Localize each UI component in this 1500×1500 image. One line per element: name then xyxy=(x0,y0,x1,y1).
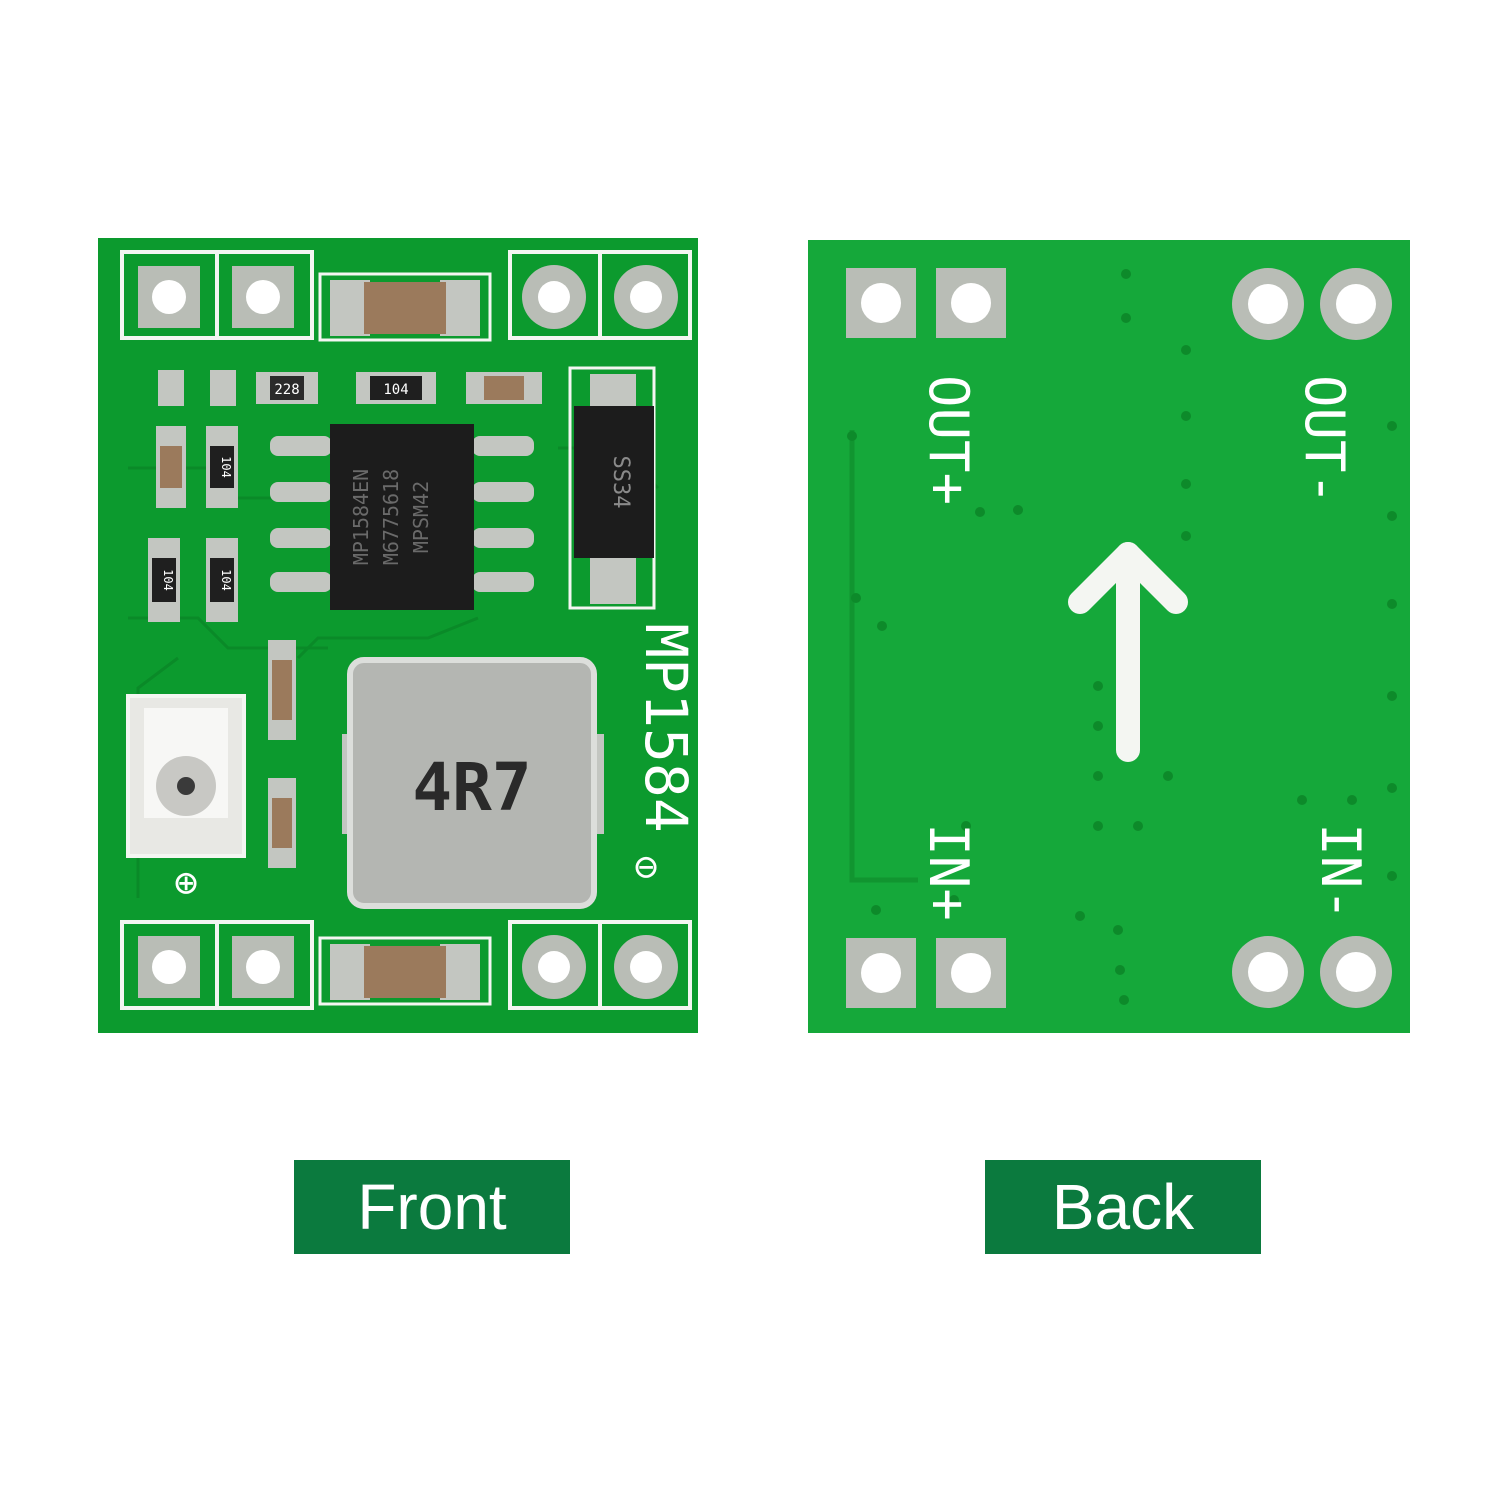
front-capacitor-bottom xyxy=(318,936,492,1006)
out-minus-label: OUT- xyxy=(1293,375,1356,505)
ic-marking-2: M6775618 xyxy=(379,469,403,565)
front-pads-top-left xyxy=(120,250,314,340)
ic-marking-3: MPSM42 xyxy=(409,481,433,553)
front-pads-top-right xyxy=(508,250,692,340)
in-plus-label: IN+ xyxy=(917,823,980,921)
back-caption-text: Back xyxy=(1051,1171,1195,1243)
out-plus-label: OUT+ xyxy=(917,375,980,505)
front-pads-bottom-right xyxy=(508,920,692,1010)
plus-symbol: ⊕ xyxy=(174,860,198,906)
resistor-left-1-label: 104 xyxy=(219,456,233,478)
in-minus-label: IN- xyxy=(1309,823,1372,921)
front-mid-caps xyxy=(268,640,296,868)
back-pads-top-left xyxy=(846,268,1006,338)
ic-marking-1: MP1584EN xyxy=(349,469,373,565)
front-potentiometer xyxy=(126,694,246,858)
back-pcb-drawing: OUT+ OUT- IN+ IN- xyxy=(808,240,1410,1033)
back-pads-bottom-right xyxy=(1232,936,1392,1008)
front-capacitor-top xyxy=(318,272,492,342)
front-ic-body xyxy=(330,424,474,610)
back-vias xyxy=(847,269,1397,1005)
board-label: MP1584 xyxy=(632,623,698,833)
diode-marking: SS34 xyxy=(608,456,633,509)
front-diode: SS34 xyxy=(568,366,656,610)
front-ic-markings: MP1584EN M6775618 MPSM42 xyxy=(349,469,433,565)
back-pads-bottom-left xyxy=(846,938,1006,1008)
back-trace xyxy=(849,430,918,883)
back-pcb-substrate xyxy=(808,240,1410,1033)
back-caption: Back xyxy=(985,1160,1261,1254)
front-pcb-drawing: 228 104 104 104 104 xyxy=(98,238,698,1033)
resistor-left-2-label: 104 xyxy=(161,569,175,591)
resistor-left-3-label: 104 xyxy=(219,569,233,591)
resistor-top-2-label: 104 xyxy=(383,382,408,398)
back-pads-top-right xyxy=(1232,268,1392,340)
back-pcb: OUT+ OUT- IN+ IN- xyxy=(808,240,1410,1033)
front-pads-bottom-left xyxy=(120,920,314,1010)
front-small-components xyxy=(158,370,542,406)
front-ic-pins xyxy=(270,436,534,592)
minus-symbol: ⊖ xyxy=(634,844,658,890)
front-left-resistors xyxy=(148,426,238,622)
front-pcb: 228 104 104 104 104 xyxy=(98,238,698,1033)
front-caption-text: Front xyxy=(357,1171,507,1243)
front-caption: Front xyxy=(294,1160,570,1254)
front-pcb-substrate xyxy=(98,238,698,1033)
inductor-marking: 4R7 xyxy=(412,749,531,826)
front-inductor: 4R7 xyxy=(342,657,604,909)
arrow-up-icon xyxy=(1068,542,1188,762)
resistor-top-1-label: 228 xyxy=(274,382,299,398)
